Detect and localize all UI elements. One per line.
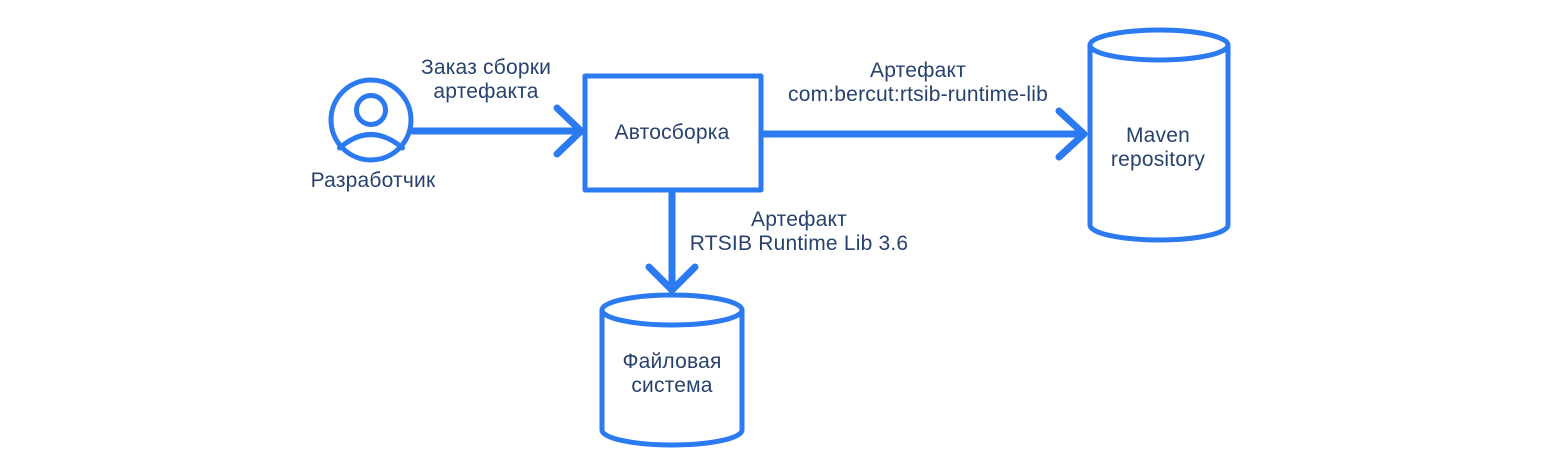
edge-label-order: Заказ сборки артефакта <box>420 56 552 103</box>
autobuild-label: Автосборка <box>614 121 730 144</box>
arrow-autobuild-to-maven <box>760 107 1088 161</box>
person-icon <box>328 77 414 163</box>
maven-repository-label: Maven repository <box>1110 124 1206 171</box>
edge-label-fs-artifact: Артефакт RTSIB Runtime Lib 3.6 <box>689 208 909 255</box>
file-system-cylinder <box>599 292 745 448</box>
maven-repository-cylinder <box>1087 27 1231 243</box>
arrow-autobuild-to-file-system <box>645 189 699 294</box>
edge-label-maven-artifact: Артефакт com:bercut:rtsib-runtime-lib <box>788 59 1048 106</box>
file-system-label: Файловая система <box>622 350 722 397</box>
developer-label: Разработчик <box>310 169 436 192</box>
arrow-developer-to-autobuild <box>409 104 585 158</box>
